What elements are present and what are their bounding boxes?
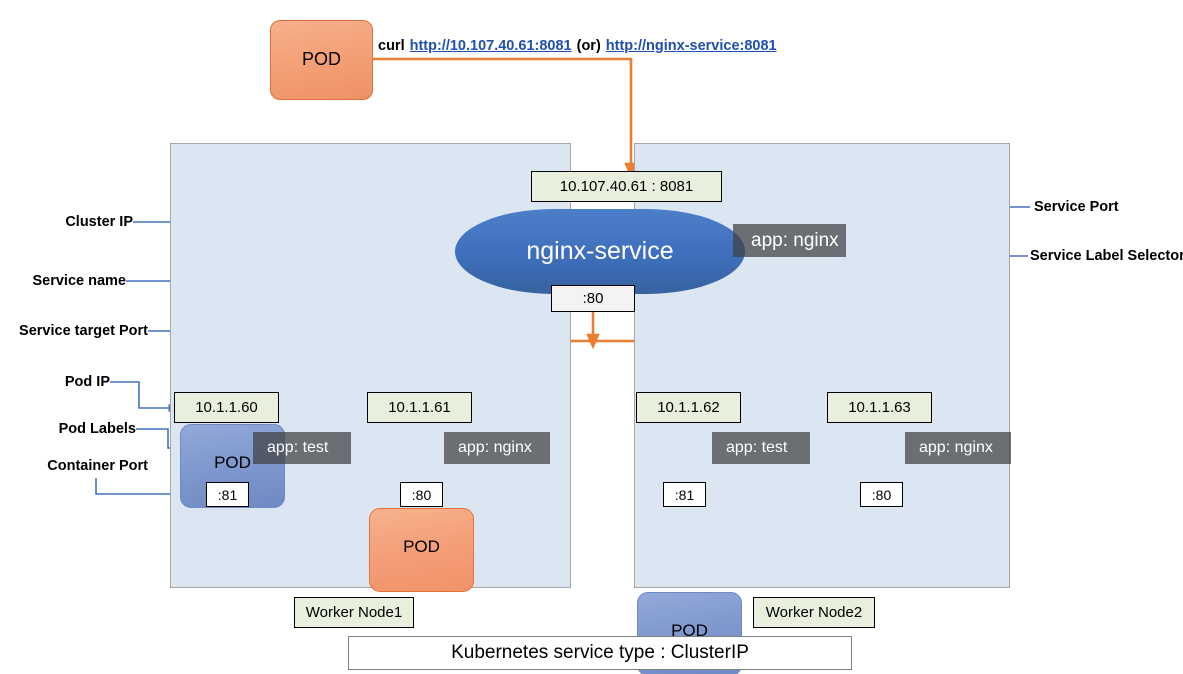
service-target-port-value: :80 bbox=[582, 290, 604, 307]
curl-url-dns[interactable]: http://nginx-service:8081 bbox=[605, 38, 777, 54]
annotation-service-label-selector: Service Label Selector bbox=[1030, 247, 1183, 265]
annotation-service-label-selector-text: Service Label Selector bbox=[1030, 248, 1183, 264]
service-shape[interactable]: nginx-service bbox=[455, 209, 745, 294]
pod-label-badge: app: nginx bbox=[444, 432, 550, 464]
annotation-cluster-ip-text: Cluster IP bbox=[65, 214, 133, 230]
annotation-cluster-ip: Cluster IP bbox=[0, 213, 133, 231]
container-port-box: :80 bbox=[860, 482, 903, 507]
container-port-box: :81 bbox=[206, 482, 249, 507]
pod-label-value: app: test bbox=[726, 439, 788, 456]
pod-label-badge: app: test bbox=[253, 432, 351, 464]
annotation-service-port: Service Port bbox=[1034, 198, 1183, 216]
pod-ip-box: 10.1.1.60 bbox=[174, 392, 279, 423]
pod-label-badge: app: test bbox=[712, 432, 810, 464]
curl-keyword: curl bbox=[378, 38, 405, 54]
pod-ip-value: 10.1.1.60 bbox=[195, 399, 258, 416]
pod-node1-nginx[interactable]: POD bbox=[369, 508, 474, 592]
service-name: nginx-service bbox=[526, 237, 674, 265]
annotation-service-port-text: Service Port bbox=[1034, 199, 1119, 215]
annotation-container-port: Container Port bbox=[0, 457, 148, 475]
service-cluster-ip-box: 10.107.40.61 : 8081 bbox=[531, 171, 722, 202]
annotation-leader-pod-ip bbox=[110, 381, 179, 413]
pod-label: POD bbox=[403, 537, 440, 556]
service-target-port-box: :80 bbox=[551, 285, 635, 312]
pod-ip-box: 10.1.1.61 bbox=[367, 392, 472, 423]
service-selector-value: app: nginx bbox=[751, 229, 839, 251]
curl-url-ip[interactable]: http://10.107.40.61:8081 bbox=[409, 38, 572, 54]
annotation-pod-labels: Pod Labels bbox=[0, 420, 136, 438]
client-pod[interactable]: POD bbox=[270, 20, 373, 100]
pod-ip-value: 10.1.1.63 bbox=[848, 399, 911, 416]
worker-node-2-caption: Worker Node2 bbox=[753, 597, 875, 628]
service-cluster-ip-value: 10.107.40.61 : 8081 bbox=[559, 178, 694, 195]
pod-ip-value: 10.1.1.61 bbox=[388, 399, 451, 416]
annotation-service-name: Service name bbox=[0, 272, 126, 290]
worker-node-2-caption-text: Worker Node2 bbox=[765, 604, 863, 621]
container-port-value: :81 bbox=[217, 486, 238, 503]
pod-label: POD bbox=[671, 621, 708, 640]
pod-ip-box: 10.1.1.62 bbox=[636, 392, 741, 423]
curl-command: curl http://10.107.40.61:8081 (or) http:… bbox=[378, 38, 777, 54]
worker-node-2-panel bbox=[634, 143, 1010, 588]
client-pod-label: POD bbox=[301, 49, 341, 69]
annotation-pod-ip: Pod IP bbox=[0, 373, 110, 391]
pod-label-value: app: nginx bbox=[919, 439, 993, 456]
annotation-container-port-text: Container Port bbox=[47, 458, 148, 474]
annotation-service-target-port: Service target Port bbox=[0, 322, 148, 340]
annotation-service-name-text: Service name bbox=[32, 273, 126, 289]
pod-ip-value: 10.1.1.62 bbox=[657, 399, 720, 416]
pod-label-badge: app: nginx bbox=[905, 432, 1011, 464]
pod-label-value: app: test bbox=[267, 439, 329, 456]
container-port-value: :80 bbox=[411, 486, 432, 503]
worker-node-1-caption-text: Worker Node1 bbox=[305, 604, 403, 621]
curl-separator: (or) bbox=[576, 38, 601, 54]
container-port-box: :80 bbox=[400, 482, 443, 507]
container-port-value: :81 bbox=[674, 486, 695, 503]
service-selector-badge: app: nginx bbox=[733, 224, 846, 257]
pod-label-value: app: nginx bbox=[458, 439, 532, 456]
container-port-box: :81 bbox=[663, 482, 706, 507]
annotation-pod-ip-text: Pod IP bbox=[64, 374, 110, 390]
annotation-service-target-port-text: Service target Port bbox=[19, 323, 148, 339]
worker-node-1-caption: Worker Node1 bbox=[294, 597, 414, 628]
annotation-pod-labels-text: Pod Labels bbox=[58, 421, 136, 437]
pod-ip-box: 10.1.1.63 bbox=[827, 392, 932, 423]
diagram-caption: Kubernetes service type : ClusterIP bbox=[348, 636, 852, 670]
container-port-value: :80 bbox=[871, 486, 892, 503]
pod-label: POD bbox=[214, 453, 251, 472]
diagram-caption-text: Kubernetes service type : ClusterIP bbox=[451, 642, 749, 663]
